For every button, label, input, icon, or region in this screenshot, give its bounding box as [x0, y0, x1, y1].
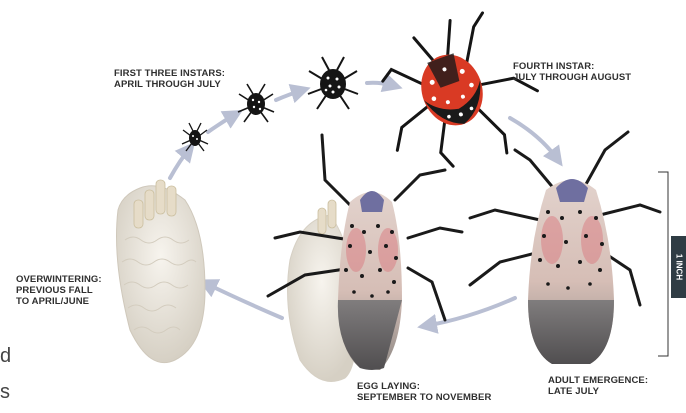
label-early-instars-line2: APRIL THROUGH JULY	[114, 79, 225, 90]
label-adult-emergence-line1: ADULT EMERGENCE:	[548, 375, 648, 386]
scale-label: 1 INCH	[674, 254, 683, 280]
arrow-instar2-to-3	[276, 90, 303, 100]
overwintering-egg-mass	[117, 180, 206, 363]
label-fourth-instar-line1: FOURTH INSTAR:	[513, 61, 631, 72]
scale-bracket	[658, 172, 668, 356]
instar-2	[238, 84, 274, 122]
label-adult-emergence-line2: LATE JULY	[548, 386, 648, 397]
instar-3	[308, 57, 358, 109]
scale-tab: 1 INCH	[671, 236, 686, 298]
label-early-instars-line1: FIRST THREE INSTARS:	[114, 68, 225, 79]
label-early-instars: FIRST THREE INSTARS: APRIL THROUGH JULY	[114, 68, 225, 90]
label-egg-laying-line2: SEPTEMBER TO NOVEMBER	[357, 392, 491, 403]
cropped-text-bottom: s	[0, 381, 10, 404]
label-egg-laying: EGG LAYING: SEPTEMBER TO NOVEMBER	[357, 381, 491, 403]
arrow-fourth-to-adult	[510, 118, 558, 160]
egg-laying-adult	[268, 135, 462, 381]
label-fourth-instar: FOURTH INSTAR: JULY THROUGH AUGUST	[513, 61, 631, 83]
label-overwintering-line3: TO APRIL/JUNE	[16, 296, 102, 307]
instar-1	[182, 123, 208, 151]
arrow-instar1-to-2	[208, 114, 236, 132]
label-overwintering-line2: PREVIOUS FALL	[16, 285, 102, 296]
fourth-instar	[362, 1, 554, 188]
label-adult-emergence: ADULT EMERGENCE: LATE JULY	[548, 375, 648, 397]
arrow-egglaying-to-overwinter	[205, 283, 282, 318]
label-fourth-instar-line2: JULY THROUGH AUGUST	[513, 72, 631, 83]
arrow-instar3-to-4	[367, 83, 395, 86]
label-egg-laying-line1: EGG LAYING:	[357, 381, 491, 392]
arrow-eggs-to-instar	[170, 148, 190, 178]
label-overwintering: OVERWINTERING: PREVIOUS FALL TO APRIL/JU…	[16, 274, 102, 307]
cropped-text-top: d	[0, 345, 11, 368]
label-overwintering-line1: OVERWINTERING:	[16, 274, 102, 285]
adult-emergence-adult	[470, 132, 660, 364]
